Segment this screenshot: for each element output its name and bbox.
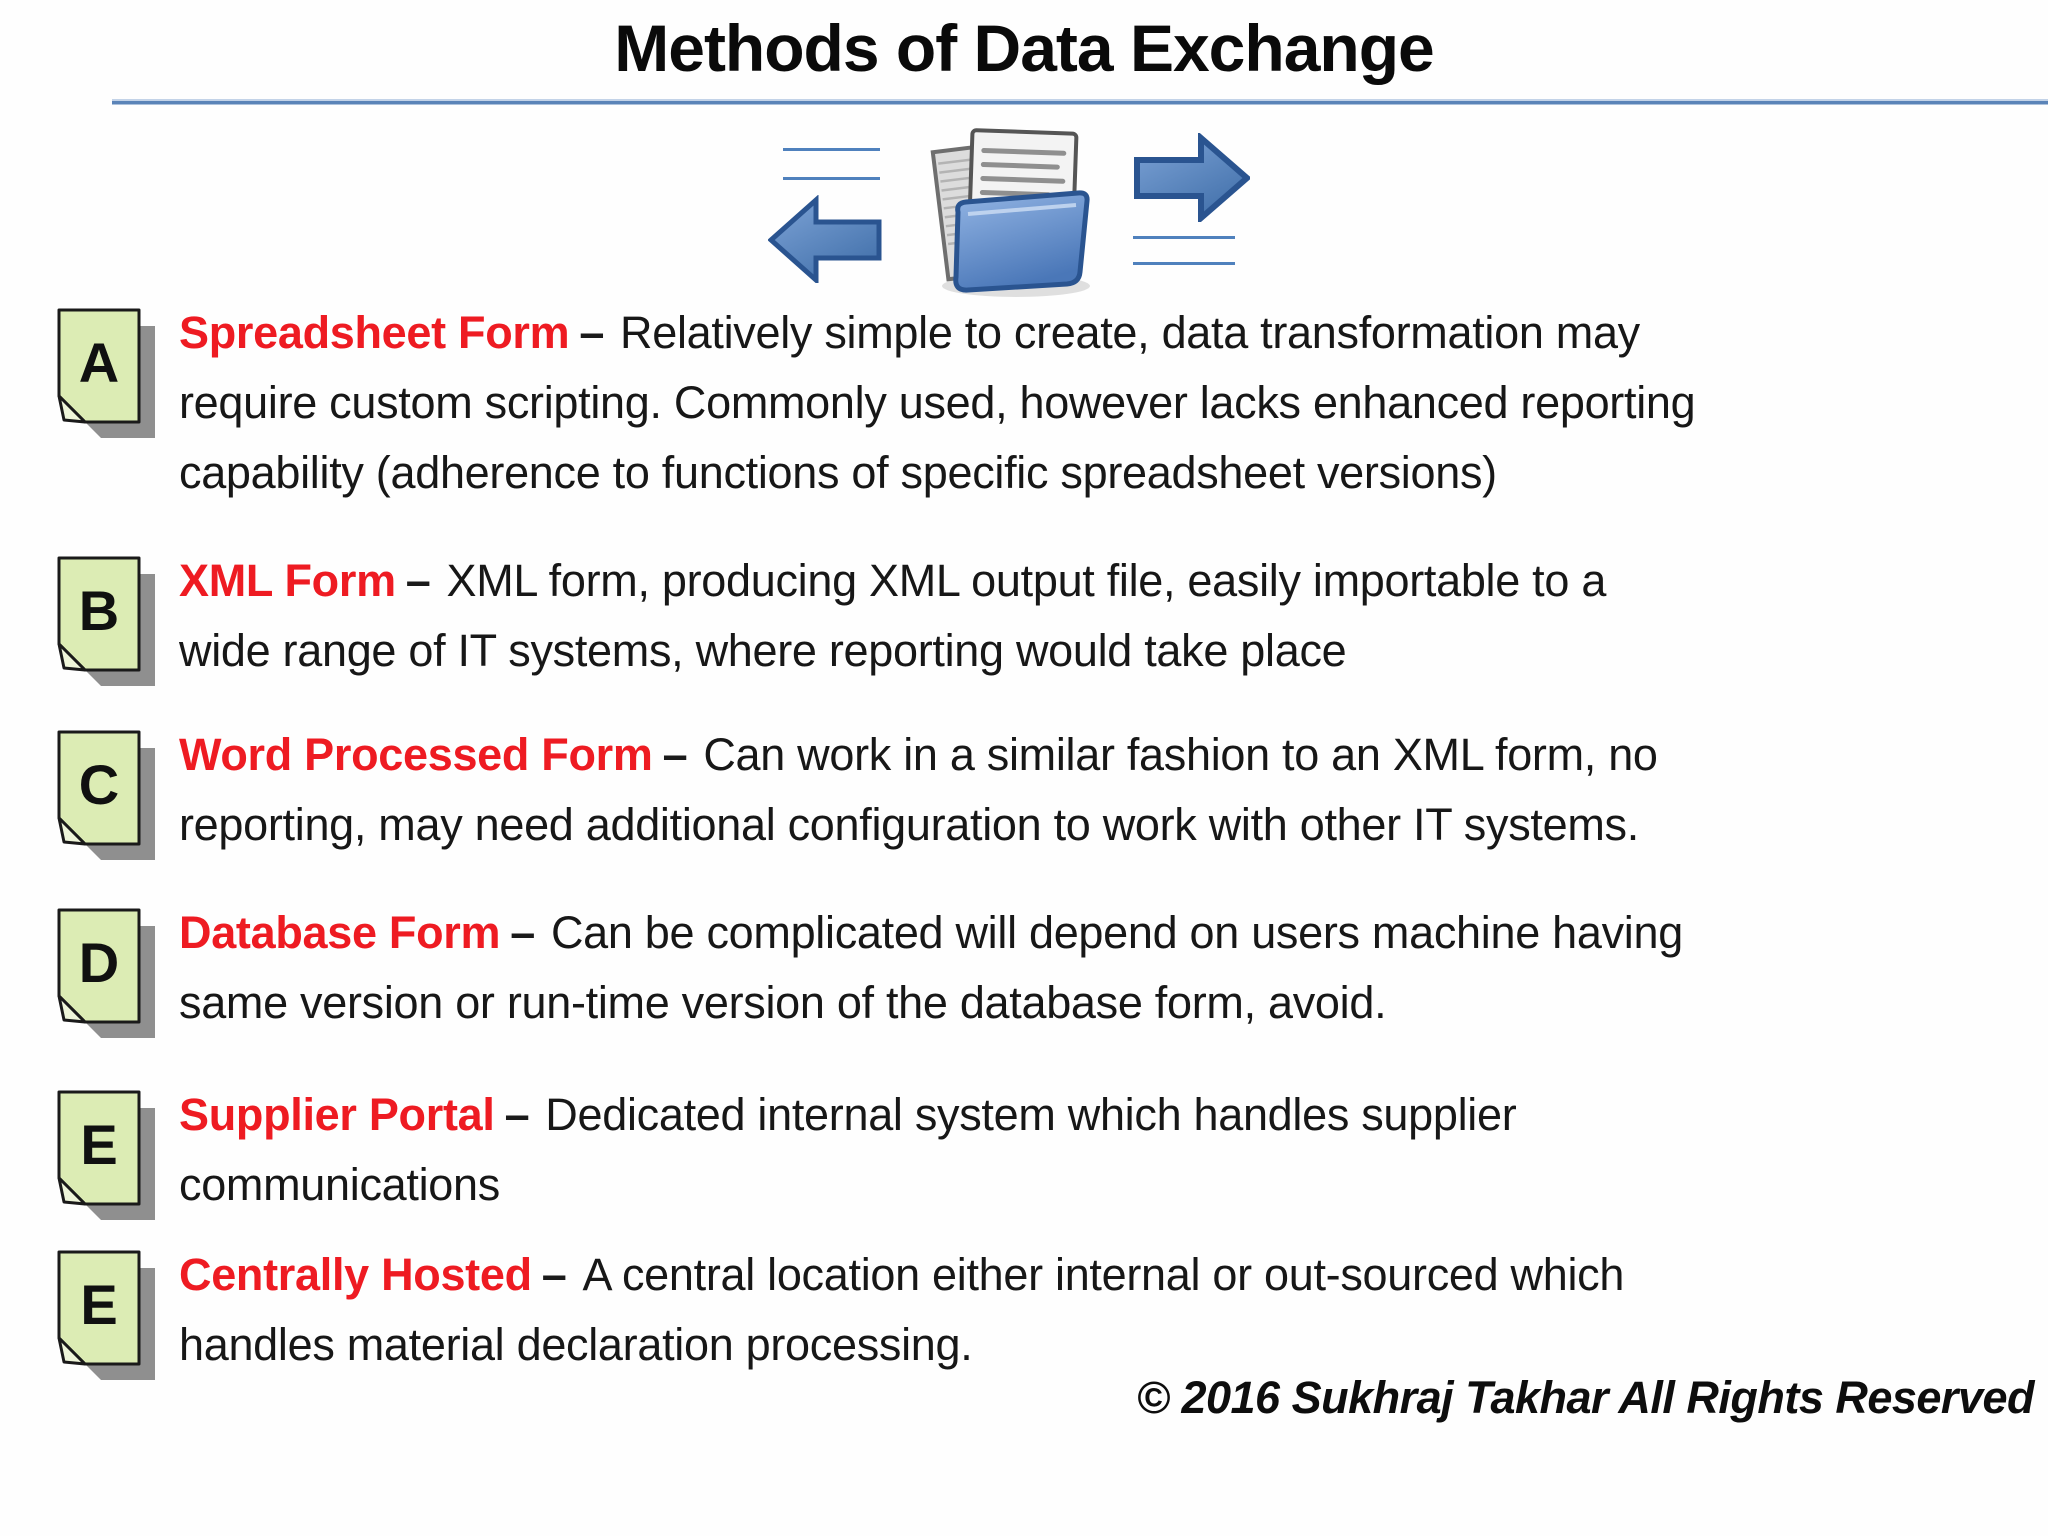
badge-letter: A — [78, 331, 120, 394]
speed-line-icon — [1133, 262, 1235, 265]
dash-separator: – — [541, 1249, 567, 1300]
method-text: Supplier Portal–Dedicated internal syste… — [179, 1080, 1517, 1220]
note-page-icon — [57, 308, 155, 438]
note-badge: D — [55, 906, 159, 1042]
method-item-xml: B XML Form–XML form, producing XML outpu… — [55, 546, 2038, 690]
copyright-notice: © 2016 Sukhraj Takhar All Rights Reserve… — [1136, 1372, 2035, 1423]
badge-letter: B — [78, 579, 120, 642]
note-badge: E — [55, 1088, 159, 1224]
dash-separator: – — [579, 307, 605, 358]
dash-separator: – — [504, 1089, 530, 1140]
method-text: Centrally Hosted–A central location eith… — [179, 1240, 1624, 1380]
speed-line-icon — [1133, 236, 1235, 239]
left-arrow-icon — [768, 195, 882, 283]
note-badge: E — [55, 1248, 159, 1384]
dash-separator: – — [405, 555, 431, 606]
method-description: Relatively simple to create, data transf… — [179, 307, 1696, 498]
method-description: Can work in a similar fashion to an XML … — [179, 729, 1658, 850]
method-item-spreadsheet: A Spreadsheet Form–Relatively simple to … — [55, 298, 2038, 508]
right-arrow-icon — [1134, 133, 1250, 222]
method-label: Database Form — [179, 907, 501, 958]
note-page-icon — [57, 1090, 155, 1220]
dash-separator: – — [510, 907, 535, 958]
method-text: Database Form–Can be complicated will de… — [179, 898, 1683, 1038]
note-badge: A — [55, 306, 159, 442]
dash-separator: – — [662, 729, 688, 780]
note-badge: B — [55, 554, 159, 690]
title-divider — [112, 99, 2048, 105]
note-page-icon — [57, 556, 155, 686]
badge-letter: E — [80, 1273, 118, 1336]
speed-line-icon — [783, 177, 880, 180]
folder-documents-icon — [930, 128, 1090, 297]
page-title: Methods of Data Exchange — [614, 11, 1434, 85]
method-description: Dedicated internal system which handles … — [179, 1089, 1517, 1210]
method-item-supplier-portal: E Supplier Portal–Dedicated internal sys… — [55, 1080, 2038, 1224]
method-text: Spreadsheet Form–Relatively simple to cr… — [179, 298, 1696, 508]
method-description: XML form, producing XML output file, eas… — [179, 555, 1607, 676]
badge-letter: C — [78, 753, 120, 816]
method-label: XML Form — [179, 555, 396, 606]
method-text: Word Processed Form–Can work in a simila… — [179, 720, 1658, 860]
note-page-icon — [57, 908, 155, 1038]
method-label: Centrally Hosted — [179, 1249, 532, 1300]
method-item-word-processed: C Word Processed Form–Can work in a simi… — [55, 720, 2038, 864]
method-description: A central location either internal or ou… — [179, 1249, 1625, 1370]
method-item-database: D Database Form–Can be complicated will … — [55, 898, 2038, 1042]
method-label: Supplier Portal — [179, 1089, 495, 1140]
method-label: Spreadsheet Form — [179, 307, 570, 358]
badge-letter: E — [80, 1113, 118, 1176]
note-page-icon — [57, 1250, 155, 1380]
speed-line-icon — [783, 148, 880, 151]
badge-letter: D — [78, 931, 120, 994]
note-page-icon — [57, 730, 155, 860]
method-description: Can be complicated will depend on users … — [179, 907, 1683, 1028]
method-text: XML Form–XML form, producing XML output … — [179, 546, 1606, 686]
method-item-centrally-hosted: E Centrally Hosted–A central location ei… — [55, 1240, 2038, 1384]
method-label: Word Processed Form — [179, 729, 653, 780]
note-badge: C — [55, 728, 159, 864]
